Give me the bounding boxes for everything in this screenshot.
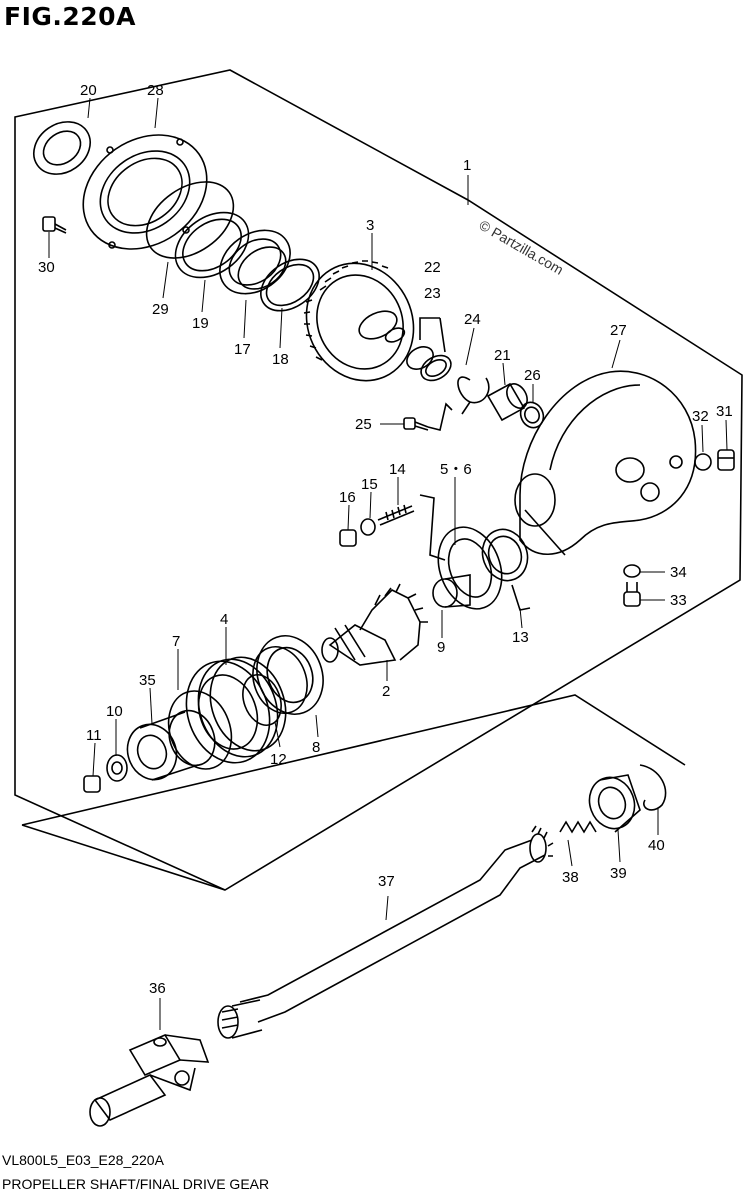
shim-part-18 [260,258,320,312]
callout-5-6: 5・6 [440,461,472,478]
stud-part-14 [377,504,415,526]
oil-seal-part-26 [519,401,545,429]
gear-case-part-27 [514,370,697,556]
callout-28: 28 [147,82,164,99]
bearing-part-9 [432,574,471,608]
callout-21: 21 [494,347,511,364]
ring-gear-part-3 [303,260,415,382]
callout-26: 26 [524,367,541,384]
callout-23: 23 [424,285,441,302]
washer-part-10 [106,754,128,782]
nut-part-11 [83,775,101,793]
callout-29: 29 [152,301,169,318]
callout-27: 27 [610,322,627,339]
callout-7: 7 [172,633,180,650]
oil-seal-part-20 [33,121,91,175]
nut-part-16 [339,529,357,547]
callout-33: 33 [670,592,687,609]
callout-24: 24 [464,311,481,328]
spring-part-38 [559,820,597,834]
figure-caption: PROPELLER SHAFT/FINAL DRIVE GEAR [2,1176,270,1192]
callout-17: 17 [234,341,251,358]
bearing-part-21 [486,382,528,422]
assembly-frame [14,69,743,891]
circlip-part-24 [457,376,490,415]
callout-39: 39 [610,865,627,882]
circlip-part-40 [639,764,667,811]
shim-part-5-6 [437,526,503,610]
callout-2: 2 [382,683,390,700]
watermark: © Partzilla.com [477,217,567,278]
o-ring-part-29 [145,181,235,259]
cover-plate-part-28 [82,134,208,250]
callout-16: 16 [339,489,356,506]
callout-30: 30 [38,259,55,276]
shim-part-19 [174,211,250,279]
shim-part-22-23 [406,317,452,382]
o-ring-part-7 [167,690,233,770]
callout-20: 20 [80,82,97,99]
callout-10: 10 [106,703,123,720]
shaft-bracket [21,694,686,891]
callout-14: 14 [389,461,406,478]
callout-8: 8 [312,739,320,756]
washer-part-15 [360,518,376,536]
callout-13: 13 [512,629,529,646]
callout-38: 38 [562,869,579,886]
callout-37: 37 [378,873,395,890]
callout-18: 18 [272,351,289,368]
callout-40: 40 [648,837,665,854]
callout-35: 35 [139,672,156,689]
figure-title: FIG.220A [4,2,136,31]
gasket-part-32 [694,453,712,471]
seal-part-39 [588,774,641,833]
coupling-part-35 [126,709,216,781]
model-code: VL800L5_E03_E28_220A [2,1152,164,1168]
universal-joint-part-36 [89,1033,210,1127]
callout-15: 15 [361,476,378,493]
callout-31: 31 [716,403,733,420]
callout-11: 11 [86,727,102,744]
bolt-part-25 [403,402,453,431]
callout-3: 3 [366,217,374,234]
bolt-part-30 [42,216,67,234]
callout-34: 34 [670,564,687,581]
callout-4: 4 [220,611,228,628]
callout-25: 25 [355,416,372,433]
callout-36: 36 [149,980,166,997]
bolt-part-33 [623,582,641,607]
callout-12: 12 [270,751,287,768]
washer-part-34 [623,564,641,578]
propeller-shaft-part-37 [217,825,554,1039]
callout-19: 19 [192,315,209,332]
spacer-part-12 [242,674,282,726]
callout-32: 32 [692,408,709,425]
bearing-housing-part-4 [185,656,287,764]
callout-9: 9 [437,639,445,656]
bevel-gear-part-2 [321,583,428,666]
callout-1: 1 [463,157,471,174]
callout-22: 22 [424,259,441,276]
plug-part-31 [717,449,735,471]
leader-14-bracket [419,494,446,561]
